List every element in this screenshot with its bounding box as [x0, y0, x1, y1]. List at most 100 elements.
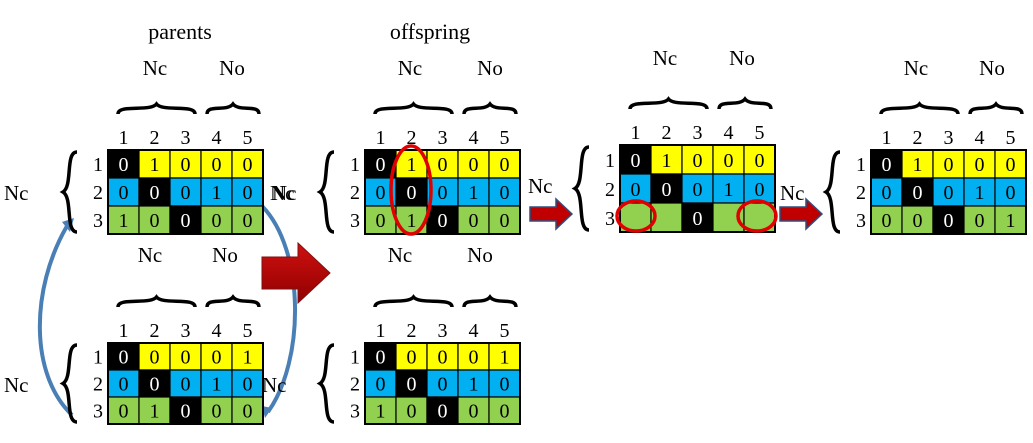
cell-value: 0	[755, 150, 765, 172]
cell-value: 1	[150, 400, 160, 422]
no-top-brace	[968, 101, 1024, 115]
row-number: 1	[350, 346, 360, 368]
nc-top-brace	[373, 294, 454, 308]
row-number: 2	[350, 373, 360, 395]
cell-value: 0	[212, 346, 222, 368]
matrix-cell	[364, 205, 397, 235]
cell-value: 0	[693, 179, 703, 201]
column-number: 5	[1006, 127, 1016, 149]
cell-value: 0	[181, 182, 191, 204]
nc-side-label: Nc	[262, 373, 287, 397]
row-number: 2	[605, 179, 615, 201]
matrix-frame	[619, 144, 776, 233]
cell-value: 0	[243, 400, 253, 422]
offspring-heading: offspring	[390, 19, 470, 44]
cell-value: 0	[438, 182, 448, 204]
cell-value: 0	[469, 210, 479, 232]
row-number: 2	[93, 373, 103, 395]
nc-top-brace	[879, 101, 960, 115]
nc-row-brace	[316, 150, 335, 234]
column-number: 3	[438, 127, 448, 149]
no-top-label: No	[729, 46, 755, 70]
cell-value: 0	[150, 210, 160, 232]
matrix-cell	[200, 205, 233, 235]
cell-value: 0	[693, 150, 703, 172]
column-number: 1	[631, 122, 641, 144]
cell-value: 1	[724, 179, 734, 201]
matrix-cell	[488, 205, 521, 235]
matrix-cell	[457, 396, 490, 425]
crossover-curve-right	[260, 204, 297, 414]
column-number: 5	[500, 320, 510, 342]
matrix-frame	[107, 149, 264, 235]
cell-value: 0	[500, 400, 510, 422]
cell-value: 0	[407, 373, 417, 395]
cell-value: 0	[243, 154, 253, 176]
cell-value: 0	[407, 400, 417, 422]
cell-value: 0	[500, 154, 510, 176]
column-number: 1	[882, 127, 892, 149]
cell-value: 1	[913, 154, 923, 176]
cell-value: 0	[212, 400, 222, 422]
cell-value: 0	[438, 210, 448, 232]
column-number: 1	[376, 127, 386, 149]
column-number: 3	[181, 127, 191, 149]
cell-value: 0	[913, 210, 923, 232]
column-number: 3	[944, 127, 954, 149]
cell-value: 0	[500, 210, 510, 232]
no-top-brace	[205, 294, 261, 308]
matrix-cell	[994, 177, 1027, 207]
column-number: 1	[376, 320, 386, 342]
cell-value: 1	[150, 154, 160, 176]
cell-value: 0	[469, 400, 479, 422]
row-number: 1	[93, 154, 103, 176]
no-top-label: No	[979, 56, 1005, 80]
matrix-cell	[870, 205, 903, 235]
big-red-arrow	[261, 241, 331, 305]
mutation-highlight-oval	[389, 144, 433, 236]
matrix-cell	[932, 205, 965, 235]
cell-value: 0	[975, 154, 985, 176]
column-number: 2	[913, 127, 923, 149]
column-number: 2	[407, 127, 417, 149]
cell-value: 0	[181, 400, 191, 422]
cell-value: 0	[438, 346, 448, 368]
column-number: 4	[724, 122, 734, 144]
arrow-repair-to-final	[779, 197, 824, 231]
column-number: 5	[243, 127, 253, 149]
cell-value: 0	[181, 346, 191, 368]
row-number: 3	[350, 400, 360, 422]
cell-value: 0	[1006, 154, 1016, 176]
cell-value: 1	[500, 346, 510, 368]
nc-top-brace	[116, 101, 197, 115]
cell-value: 1	[243, 346, 253, 368]
row-number: 1	[93, 346, 103, 368]
nc-row-brace	[571, 145, 590, 232]
row-number: 3	[93, 400, 103, 422]
cell-value: 1	[662, 150, 672, 172]
matrix-frame	[364, 342, 521, 425]
matrix-cell	[650, 173, 683, 204]
column-number: 4	[469, 127, 479, 149]
cell-value: 0	[243, 182, 253, 204]
nc-top-label: Nc	[138, 243, 163, 267]
no-top-brace	[462, 101, 518, 115]
cell-value: 0	[407, 346, 417, 368]
cell-value: 0	[119, 346, 129, 368]
no-top-brace	[717, 96, 773, 110]
matrix-cell	[395, 177, 428, 207]
row-number: 2	[350, 182, 360, 204]
nc-top-brace	[628, 96, 709, 110]
cell-value: 0	[631, 179, 641, 201]
cell-value: 0	[913, 182, 923, 204]
cell-value: 0	[212, 154, 222, 176]
row-number: 3	[605, 208, 615, 230]
nc-side-label: Nc	[270, 181, 295, 205]
column-number: 1	[119, 320, 129, 342]
matrix-cell	[231, 177, 264, 207]
no-top-label: No	[219, 56, 245, 80]
